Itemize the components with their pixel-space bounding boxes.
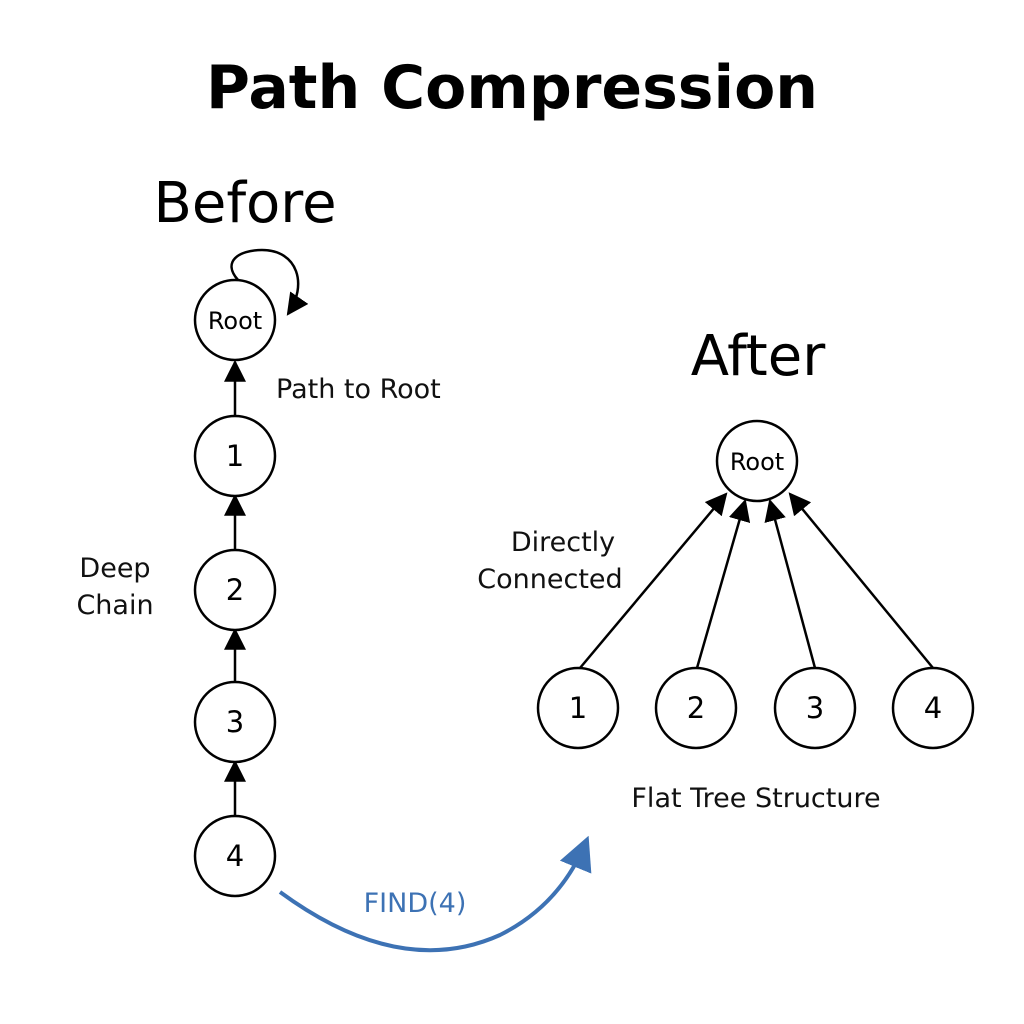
diagram-title: Path Compression <box>206 53 818 123</box>
edge-after-4-to-root <box>788 492 934 669</box>
find-operation-arrow <box>278 835 592 953</box>
before-root-node: Root <box>193 278 277 362</box>
edge-after-1-to-root <box>579 492 728 669</box>
after-node-4: 4 <box>891 666 975 750</box>
root-self-loop-arrow <box>230 248 309 316</box>
edge-after-2-to-root <box>695 498 751 669</box>
after-node-1-label: 1 <box>569 691 587 725</box>
before-node-4-label: 4 <box>226 839 244 873</box>
after-node-4-label: 4 <box>924 691 942 725</box>
after-node-2: 2 <box>654 666 738 750</box>
directly-connected-label-line2: Connected <box>477 564 622 595</box>
directly-connected-label-line1: Directly <box>511 527 615 558</box>
before-node-1: 1 <box>193 414 277 498</box>
after-node-1: 1 <box>536 666 620 750</box>
deep-chain-label-line1: Deep <box>79 553 150 584</box>
deep-chain-label-line2: Chain <box>76 590 153 621</box>
path-to-root-label: Path to Root <box>276 374 441 405</box>
after-node-2-label: 2 <box>687 691 705 725</box>
after-root-node: Root <box>715 419 799 503</box>
after-root-label: Root <box>730 448 784 476</box>
after-heading: After <box>691 324 826 389</box>
before-heading: Before <box>153 171 336 236</box>
find-operation-label: FIND(4) <box>364 888 467 919</box>
edge-after-3-to-root <box>764 498 817 669</box>
before-node-2-label: 2 <box>226 573 244 607</box>
before-node-1-label: 1 <box>226 439 244 473</box>
flat-tree-structure-label: Flat Tree Structure <box>631 783 880 814</box>
before-node-2: 2 <box>193 548 277 632</box>
before-node-3: 3 <box>193 680 277 764</box>
before-node-4: 4 <box>193 814 277 898</box>
before-root-label: Root <box>208 307 262 335</box>
before-node-3-label: 3 <box>226 705 244 739</box>
after-node-3-label: 3 <box>806 691 824 725</box>
after-node-3: 3 <box>773 666 857 750</box>
